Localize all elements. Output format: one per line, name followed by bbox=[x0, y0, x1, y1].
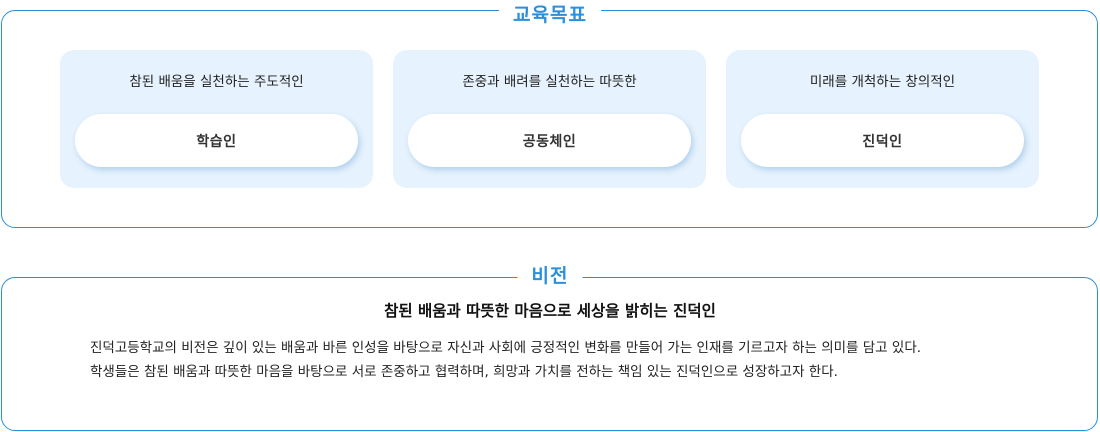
vision-title: 비전 bbox=[517, 264, 583, 288]
goal-card-learner: 참된 배움을 실천하는 주도적인 학습인 bbox=[60, 50, 373, 188]
vision-body-line: 학생들은 참된 배움과 따뜻한 마음을 바탕으로 서로 존중하고 협력하며, 희… bbox=[90, 364, 838, 380]
goal-card-label: 공동체인 bbox=[522, 133, 577, 150]
vision-headline: 참된 배움과 따뜻한 마음으로 세상을 밝히는 진덕인 bbox=[384, 302, 716, 320]
vision-body-line: 진덕고등학교의 비전은 깊이 있는 배움과 바른 인성을 바탕으로 자신과 사회… bbox=[90, 340, 922, 356]
goal-card-description: 참된 배움을 실천하는 주도적인 bbox=[129, 74, 304, 90]
goal-card-community: 존중과 배려를 실천하는 따뜻한 공동체인 bbox=[393, 50, 706, 188]
goal-card-description: 미래를 개척하는 창의적인 bbox=[809, 74, 956, 90]
goal-card-pill: 학습인 bbox=[75, 114, 358, 167]
goal-card-pill: 진덕인 bbox=[741, 114, 1024, 167]
vision-section bbox=[1, 277, 1098, 431]
goal-card-pill: 공동체인 bbox=[408, 114, 691, 167]
education-goals-title: 교육목표 bbox=[499, 3, 601, 27]
goal-card-label: 학습인 bbox=[196, 133, 237, 150]
goal-card-jindeok: 미래를 개척하는 창의적인 진덕인 bbox=[726, 50, 1039, 188]
goal-card-label: 진덕인 bbox=[862, 133, 903, 150]
goal-card-description: 존중과 배려를 실천하는 따뜻한 bbox=[462, 74, 637, 90]
